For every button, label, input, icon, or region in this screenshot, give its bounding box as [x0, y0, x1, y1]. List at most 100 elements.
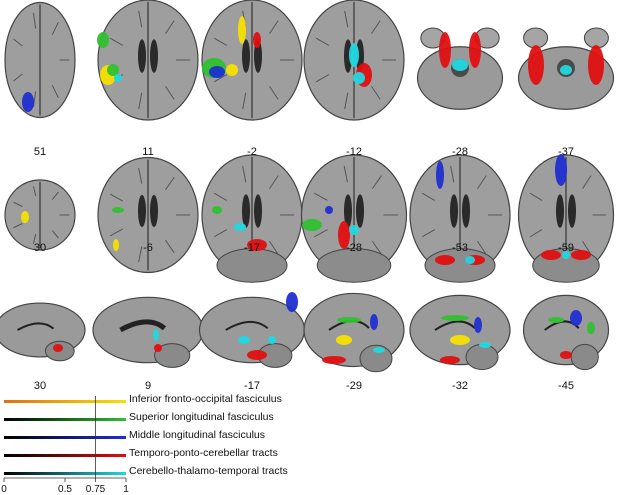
tract-overlay-inferior-fronto-occipital-fasciculus: [450, 335, 470, 345]
slice-coordinate-label: -45: [558, 380, 574, 392]
tract-overlay-temporo-ponto-cerebellar-tracts: [571, 250, 591, 260]
tract-overlay-cerebello-thalamo-temporal-tracts: [562, 251, 570, 259]
slice-coordinate-label: -32: [452, 380, 468, 392]
tract-overlay-temporo-ponto-cerebellar-tracts: [588, 45, 604, 85]
brain-slice-sagittal-4: [303, 292, 405, 373]
brain-slice-sagittal-5: [409, 294, 511, 371]
tract-overlay-cerebello-thalamo-temporal-tracts: [114, 74, 122, 82]
slice-coordinate-label: 30: [33, 380, 47, 392]
tract-overlay-temporo-ponto-cerebellar-tracts: [322, 356, 346, 364]
brain-slice-coronal-1: [4, 179, 76, 251]
tract-overlay-inferior-fronto-occipital-fasciculus: [113, 239, 119, 251]
tract-overlay-inferior-fronto-occipital-fasciculus: [336, 335, 352, 345]
tract-overlay-middle-longitudinal-fasciculus: [436, 161, 444, 189]
color-ramp-bar: [4, 418, 126, 421]
tract-overlay-inferior-fronto-occipital-fasciculus: [226, 64, 238, 76]
tract-overlay-middle-longitudinal-fasciculus: [286, 292, 298, 312]
slice-coordinate-label: -17: [244, 242, 260, 254]
brain-slice-axial-2: [97, 0, 199, 121]
tract-overlay-middle-longitudinal-fasciculus: [209, 66, 225, 78]
tract-overlay-temporo-ponto-cerebellar-tracts: [440, 356, 460, 364]
color-ramp-bar: [4, 472, 126, 475]
tract-overlay-middle-longitudinal-fasciculus: [370, 314, 378, 330]
tract-overlay-cerebello-thalamo-temporal-tracts: [349, 43, 359, 67]
tract-overlay-temporo-ponto-cerebellar-tracts: [247, 239, 267, 251]
tract-overlay-cerebello-thalamo-temporal-tracts: [234, 223, 246, 231]
brain-slice-axial-4: [303, 0, 405, 121]
legend-label: Temporo-ponto-cerebellar tracts: [129, 447, 278, 459]
tract-overlay-temporo-ponto-cerebellar-tracts: [247, 350, 267, 360]
tract-overlay-middle-longitudinal-fasciculus: [570, 310, 582, 326]
slice-coordinate-label: -17: [244, 380, 260, 392]
brain-slice-axial-6: [517, 27, 615, 110]
legend-label: Cerebello-thalamo-temporal tracts: [129, 465, 288, 477]
brain-slice-coronal-3: [201, 154, 303, 283]
brain-slice-coronal-2: [97, 156, 199, 274]
tract-overlay-inferior-fronto-occipital-fasciculus: [238, 16, 246, 44]
tract-overlay-cerebello-thalamo-temporal-tracts: [268, 336, 276, 344]
slice-coordinate-label: 51: [33, 146, 47, 158]
brain-slice-axial-5: [416, 27, 504, 110]
slice-coordinate-label: -29: [346, 380, 362, 392]
brain-slice-sagittal-6: [522, 294, 610, 371]
tract-overlay-superior-longitudinal-fasciculus: [587, 322, 595, 334]
slice-coordinate-label: -28: [346, 242, 362, 254]
legend-label: Inferior fronto-occipital fasciculus: [129, 393, 282, 405]
tract-overlay-superior-longitudinal-fasciculus: [302, 219, 322, 231]
slice-coordinate-label: 30: [33, 242, 47, 254]
tract-overlay-cerebello-thalamo-temporal-tracts: [349, 225, 359, 235]
brain-slice-coronal-5: [409, 154, 511, 283]
legend-label: Superior longitudinal fasciculus: [129, 411, 274, 423]
slice-coordinate-label: 11: [142, 146, 154, 158]
tract-overlay-middle-longitudinal-fasciculus: [474, 317, 482, 333]
slice-coordinate-label: -2: [247, 146, 257, 158]
tract-overlay-cerebello-thalamo-temporal-tracts: [373, 347, 385, 353]
color-ramp-bar: [4, 436, 126, 439]
tract-overlay-temporo-ponto-cerebellar-tracts: [435, 255, 455, 265]
slice-coordinate-label: 9: [144, 380, 152, 392]
tract-overlay-superior-longitudinal-fasciculus: [441, 315, 469, 321]
tract-overlay-middle-longitudinal-fasciculus: [555, 154, 567, 186]
tract-overlay-cerebello-thalamo-temporal-tracts: [465, 256, 475, 264]
brain-slice-axial-1: [4, 1, 76, 119]
slice-coordinate-label: -37: [558, 146, 574, 158]
tract-overlay-cerebello-thalamo-temporal-tracts: [153, 329, 159, 341]
brain-slice-axial-3: [201, 0, 303, 121]
tract-overlay-superior-longitudinal-fasciculus: [548, 317, 564, 323]
slice-coordinate-label: -28: [452, 146, 468, 158]
tract-overlay-superior-longitudinal-fasciculus: [337, 317, 361, 323]
slice-coordinate-label: -53: [452, 242, 468, 254]
tract-overlay-cerebello-thalamo-temporal-tracts: [479, 342, 491, 348]
tract-overlay-temporo-ponto-cerebellar-tracts: [253, 32, 261, 48]
tract-overlay-temporo-ponto-cerebellar-tracts: [560, 351, 572, 359]
tract-overlay-temporo-ponto-cerebellar-tracts: [439, 32, 451, 68]
tract-overlay-temporo-ponto-cerebellar-tracts: [53, 344, 63, 352]
slice-coordinate-label: -12: [346, 146, 362, 158]
tract-overlay-cerebello-thalamo-temporal-tracts: [560, 65, 572, 75]
color-ramp-bar: [4, 400, 126, 403]
brain-slice-sagittal-1: [0, 302, 86, 362]
tract-overlay-temporo-ponto-cerebellar-tracts: [154, 344, 162, 352]
tract-overlay-cerebello-thalamo-temporal-tracts: [353, 72, 365, 84]
color-ramp-bar: [4, 454, 126, 457]
legend-label: Middle longitudinal fasciculus: [129, 429, 265, 441]
tract-overlay-superior-longitudinal-fasciculus: [97, 32, 109, 48]
tract-overlay-inferior-fronto-occipital-fasciculus: [21, 211, 29, 223]
tract-overlay-cerebello-thalamo-temporal-tracts: [238, 336, 250, 344]
tract-overlay-temporo-ponto-cerebellar-tracts: [469, 32, 481, 68]
brain-slices-panel: [0, 0, 615, 373]
tract-overlay-superior-longitudinal-fasciculus: [212, 206, 222, 214]
brain-slice-sagittal-2: [92, 296, 204, 368]
tract-overlay-superior-longitudinal-fasciculus: [107, 64, 119, 76]
tract-overlay-middle-longitudinal-fasciculus: [22, 92, 34, 112]
tract-overlay-temporo-ponto-cerebellar-tracts: [528, 45, 544, 85]
slice-coordinate-label: -6: [143, 242, 153, 254]
tract-overlay-superior-longitudinal-fasciculus: [112, 207, 124, 213]
brain-slice-sagittal-3: [198, 292, 306, 368]
tract-overlay-temporo-ponto-cerebellar-tracts: [338, 221, 350, 249]
tract-overlay-middle-longitudinal-fasciculus: [325, 206, 333, 214]
tract-overlay-temporo-ponto-cerebellar-tracts: [541, 250, 561, 260]
brain-slice-coronal-6: [517, 154, 615, 283]
tract-legend: [3, 396, 127, 482]
